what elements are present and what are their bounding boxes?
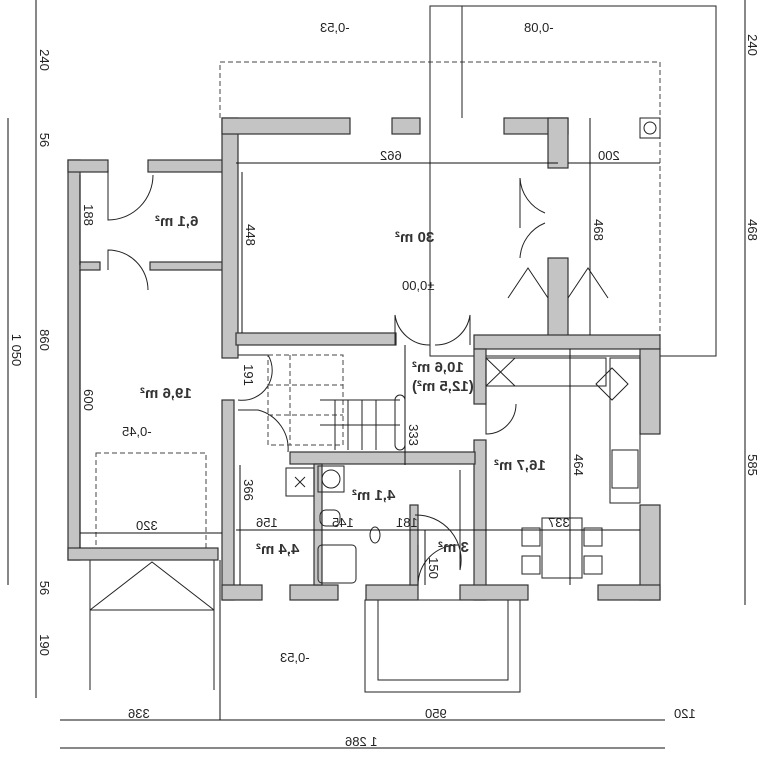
room-labels: 6,1 m² 30 m² 19,6 m² 10,6 m² (12,5 m²) 1… [140,213,546,558]
dim-vest-width: 181 [396,515,418,530]
dim-left-a: 56 [37,133,52,147]
level-floor: ±0,00 [402,278,434,293]
dim-right-top: 240 [745,34,760,56]
dim-storage-depth: 188 [81,204,96,226]
room-vestibule-area: 3 m² [438,539,469,556]
dim-bottom-right: 120 [674,706,696,721]
room-boiler-area: 4,4 m² [256,541,299,558]
dim-kitchen-width: 337 [548,515,570,530]
dim-stair-door: 191 [241,364,256,386]
room-bathroom-area: 4,1 m² [352,487,395,504]
dim-right-mid: 468 [745,219,760,241]
dim-garage-width: 320 [136,518,158,533]
dim-living-width: 662 [380,148,402,163]
dim-living-depth: 448 [243,224,258,246]
room-hall-alt-area: (12,5 m²) [412,378,474,395]
room-kitchen-area: 16,7 m² [494,457,546,474]
dim-terrace-depth: 468 [591,219,606,241]
level-markers: ±0,00 -0,45 -0,53 -0,08 -0,53 [122,20,554,665]
dim-left-total: 1 050 [9,334,24,367]
dim-bottom-total: 1 286 [345,734,378,749]
level-garage: -0,45 [122,424,152,439]
dim-bottom-mid: 950 [425,706,447,721]
level-entrance: -0,53 [280,650,310,665]
dimension-labels: 662 200 145 156 181 337 320 336 950 120 … [9,34,760,749]
dim-bath-width: 145 [332,515,354,530]
room-hall-area: 10,6 m² [412,359,464,376]
terrace-outlines [89,5,717,693]
fixtures [107,170,641,586]
dim-garage-depth: 600 [81,389,96,411]
level-top-right: -0,08 [524,20,554,35]
dim-left-b: 56 [37,581,52,595]
room-living-area: 30 m² [395,229,434,246]
staircase [267,354,406,451]
dim-boiler-width: 156 [256,515,278,530]
room-garage-area: 19,6 m² [140,385,192,402]
dim-bottom-left: 336 [128,706,150,721]
dimension-lines [7,0,746,749]
dim-right-bottom: 585 [745,454,760,476]
dim-terrace-width: 200 [598,148,620,163]
dim-left-bottom: 190 [37,634,52,656]
dim-kitchen-depth: 464 [571,454,586,476]
dim-left-top: 240 [37,49,52,71]
dim-hall-depth: 333 [406,424,421,446]
room-storage-area: 6,1 m² [155,213,198,230]
dim-left-main: 860 [37,329,52,351]
dim-vest-depth: 150 [426,557,441,579]
level-top-left: -0,53 [320,20,350,35]
dim-boiler-depth: 366 [241,479,256,501]
walls [67,117,661,601]
